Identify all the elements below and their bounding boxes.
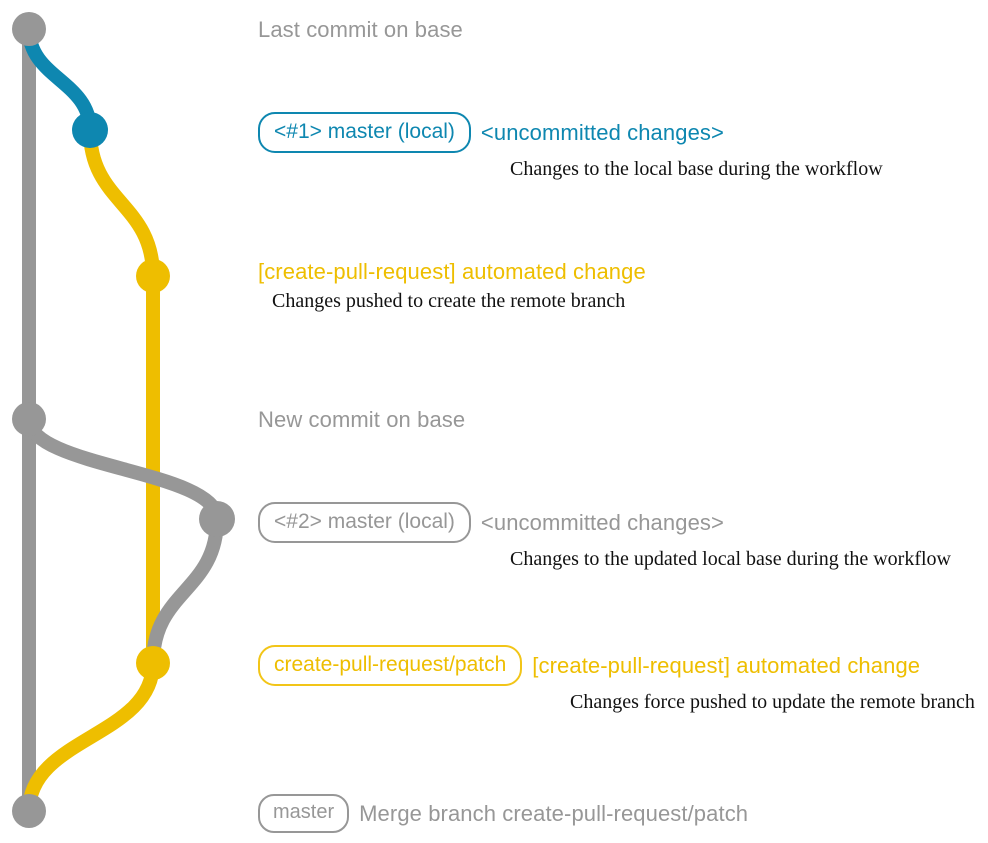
headline-row: [create-pull-request] automated change <box>258 259 988 285</box>
headline-row: Last commit on base <box>258 17 988 43</box>
commit-subline: Changes pushed to create the remote bran… <box>272 290 626 312</box>
edge-yellow-to-commit1 <box>83 123 160 283</box>
commit-headline: <uncommitted changes> <box>480 119 724 145</box>
row-automated-change-1: [create-pull-request] automated change C… <box>258 259 988 313</box>
edge-gray-local2-to-commit2 <box>146 512 224 670</box>
commit-headline: Merge branch create-pull-request/patch <box>359 800 749 826</box>
commit-headline: New commit on base <box>258 407 466 432</box>
node-auto-change-1 <box>136 259 170 293</box>
commit-headline: <uncommitted changes> <box>480 509 724 535</box>
row-merge-commit: master Merge branch create-pull-request/… <box>258 794 988 833</box>
headline-row: create-pull-request/patch [create-pull-r… <box>258 645 988 686</box>
node-auto-change-2 <box>136 646 170 680</box>
edge-gray-branch-to-local2 <box>22 412 224 526</box>
commit-graph <box>12 12 235 828</box>
branch-badge-master-local-2[interactable]: <#2> master (local) <box>258 502 471 543</box>
commit-subline: Changes to the updated local base during… <box>510 548 951 570</box>
row-automated-change-2: create-pull-request/patch [create-pull-r… <box>258 645 988 714</box>
node-merge <box>12 794 46 828</box>
commit-headline: [create-pull-request] automated change <box>532 652 921 678</box>
node-base-last <box>12 12 46 46</box>
edge-yellow-merge-to-base <box>22 656 160 818</box>
branch-badge-master[interactable]: master <box>258 794 350 833</box>
row-new-commit-on-base: New commit on base <box>258 407 988 433</box>
node-local-2 <box>199 501 235 537</box>
headline-row: <#1> master (local) <uncommitted changes… <box>258 112 988 153</box>
node-base-new <box>12 402 46 436</box>
branch-badge-master-local-1[interactable]: <#1> master (local) <box>258 112 471 153</box>
headline-row: New commit on base <box>258 407 988 433</box>
commit-subline: Changes force pushed to update the remot… <box>570 691 975 713</box>
commit-headline: Last commit on base <box>258 17 463 42</box>
branch-badge-create-pull-request-patch[interactable]: create-pull-request/patch <box>258 645 523 686</box>
commit-headline: [create-pull-request] automated change <box>258 259 646 284</box>
node-local-1 <box>72 112 108 148</box>
row-local-uncommitted-1: <#1> master (local) <uncommitted changes… <box>258 112 988 181</box>
headline-row: <#2> master (local) <uncommitted changes… <box>258 502 988 543</box>
headline-row: master Merge branch create-pull-request/… <box>258 794 988 833</box>
commit-subline: Changes to the local base during the wor… <box>510 158 883 180</box>
row-local-uncommitted-2: <#2> master (local) <uncommitted changes… <box>258 502 988 571</box>
row-last-commit-on-base: Last commit on base <box>258 17 988 43</box>
branch-badge-label: create-pull-request/patch <box>274 653 507 676</box>
